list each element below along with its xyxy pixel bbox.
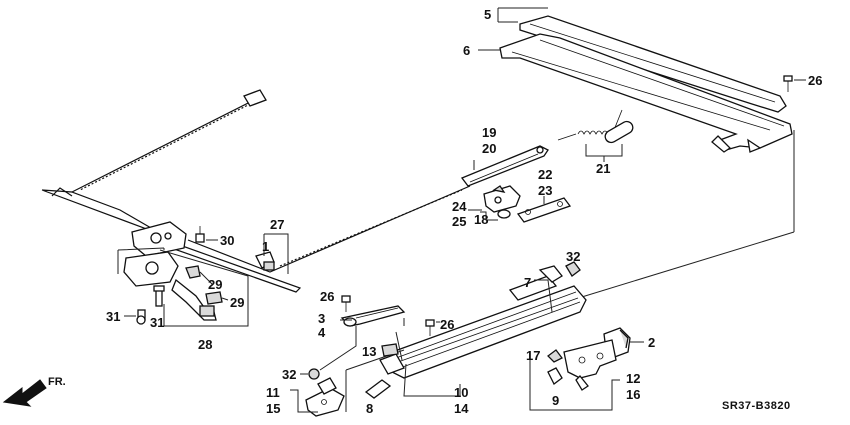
- bracket-11-15: [305, 377, 345, 417]
- callout-11: 11: [266, 385, 280, 400]
- clip-29-b: [205, 291, 223, 305]
- clip-29-a: [185, 265, 201, 279]
- bolt-30: [195, 226, 205, 243]
- callout-9: 9: [552, 393, 560, 408]
- callout-10: 10: [454, 385, 469, 400]
- diagram-code: SR37-B3820: [722, 400, 791, 412]
- callout-29a: 29: [208, 277, 223, 292]
- callout-31a: 31: [106, 309, 121, 324]
- bracket-7: [538, 265, 563, 283]
- callout-16: 16: [626, 387, 641, 402]
- arm-19-20: [460, 145, 549, 187]
- direction-label: FR.: [48, 376, 66, 388]
- pad-9: [547, 367, 563, 385]
- callout-32b: 32: [566, 249, 581, 264]
- callout-23: 23: [538, 183, 553, 198]
- cable-assembly: [41, 89, 471, 293]
- roof-frame-6: [499, 33, 793, 153]
- bolt-26-mid: [341, 295, 351, 312]
- callout-15: 15: [266, 401, 281, 416]
- clip-17: [547, 349, 563, 363]
- callout-25: 25: [452, 214, 467, 229]
- bolt-31-a: [136, 309, 146, 325]
- bolt-31-b: [153, 285, 165, 307]
- bracket-12-16: [563, 339, 617, 391]
- callout-18: 18: [474, 212, 489, 227]
- clip-18: [497, 209, 511, 219]
- motor-assembly: [123, 221, 217, 321]
- callout-17: 17: [526, 348, 541, 363]
- callout-32a: 32: [282, 367, 297, 382]
- callout-21: 21: [596, 161, 611, 176]
- clip-1: [255, 251, 275, 271]
- callout-12: 12: [626, 371, 641, 386]
- callout-31b: 31: [150, 315, 165, 330]
- callout-26: 26: [808, 73, 823, 88]
- link-22-23: [516, 197, 572, 223]
- bolt-26-low: [425, 319, 435, 336]
- callout-1: 1: [262, 239, 270, 254]
- callout-28: 28: [198, 337, 213, 352]
- bracket-3-4: [340, 305, 406, 327]
- callout-7: 7: [524, 275, 532, 290]
- front-direction-arrow: [2, 379, 47, 407]
- callout-6: 6: [463, 43, 471, 58]
- callout-4: 4: [318, 325, 326, 340]
- callout-29b: 29: [230, 295, 245, 310]
- callout-24: 24: [452, 199, 467, 214]
- callout-19: 19: [482, 125, 497, 140]
- callout-30: 30: [220, 233, 235, 248]
- nut-32-left: [308, 368, 320, 380]
- callout-20: 20: [482, 141, 497, 156]
- bolt-26-top: [783, 75, 793, 92]
- callout-3: 3: [318, 311, 326, 326]
- callout-22: 22: [538, 167, 553, 182]
- clip-13: [381, 343, 399, 357]
- bracket-24: [483, 185, 521, 213]
- callout-2: 2: [648, 335, 656, 350]
- nut-32-right: [565, 261, 581, 277]
- slider-8: [364, 379, 392, 399]
- rail-10-14: [379, 275, 587, 379]
- callout-8: 8: [366, 401, 374, 416]
- callout-26c: 26: [440, 317, 455, 332]
- spring-21: [557, 109, 634, 144]
- callout-26b: 26: [320, 289, 335, 304]
- callout-5: 5: [484, 7, 492, 22]
- callout-14: 14: [454, 401, 469, 416]
- callout-27: 27: [270, 217, 285, 232]
- callout-13: 13: [362, 344, 377, 359]
